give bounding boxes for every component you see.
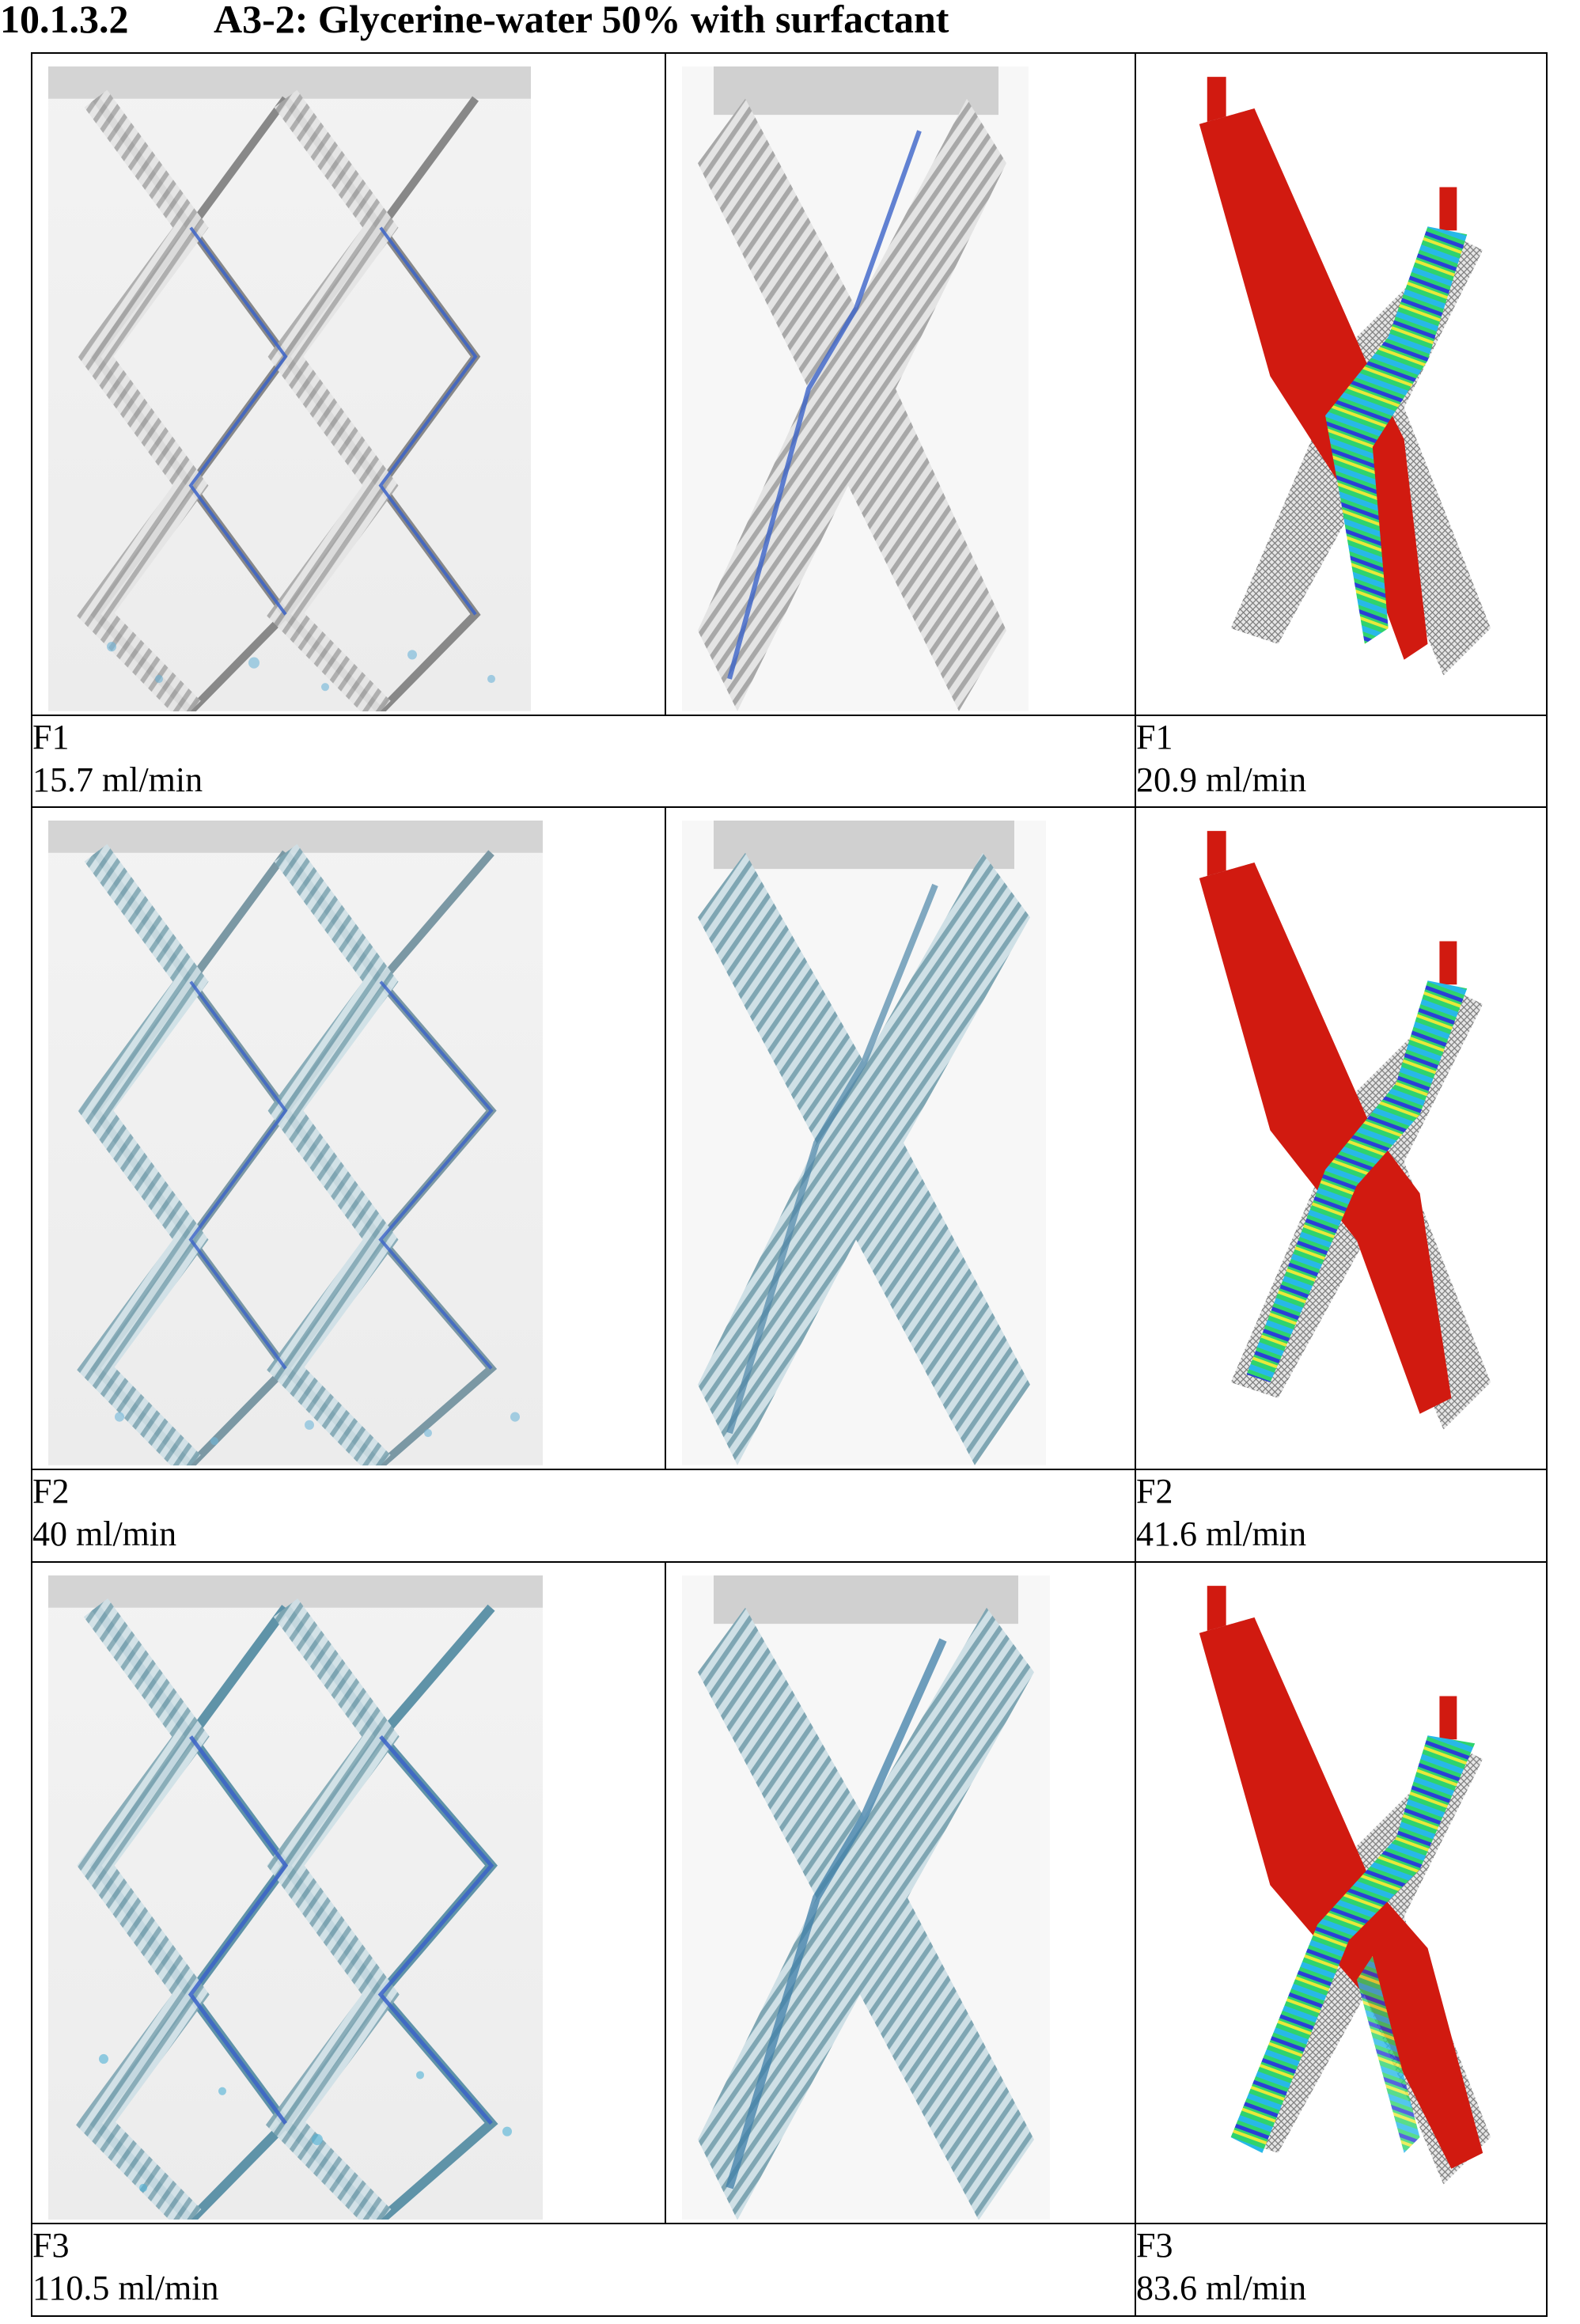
- section-number: 10.1.3.2: [0, 0, 129, 41]
- photo-single-sheet-f2: [665, 806, 1136, 1471]
- photo-structure-f1: [31, 52, 666, 716]
- simulation-plot-icon: [1199, 77, 1491, 676]
- flow-label: F3: [32, 2226, 70, 2265]
- simulation-f1: [1135, 52, 1548, 716]
- simulation-plot-icon: [1199, 1585, 1491, 2185]
- caption-sim-f1: F1 20.9 ml/min: [1135, 714, 1548, 809]
- simulation-f2: [1135, 806, 1548, 1471]
- flow-rate: 40 ml/min: [32, 1515, 177, 1554]
- sheet-photo-icon: [682, 66, 1029, 711]
- flow-label: F2: [1136, 1472, 1173, 1511]
- flow-rate: 20.9 ml/min: [1136, 760, 1307, 799]
- packing-photo-icon: [48, 821, 543, 1466]
- caption-exp-f1: F1 15.7 ml/min: [31, 714, 1136, 809]
- results-table: F1 15.7 ml/min F1 20.9 ml/min: [31, 52, 1548, 2317]
- packing-photo-icon: [48, 1575, 543, 2220]
- sheet-photo-icon: [682, 821, 1046, 1466]
- flow-label: F3: [1136, 2226, 1173, 2265]
- flow-rate: 41.6 ml/min: [1136, 1515, 1307, 1554]
- sheet-photo-icon: [682, 1575, 1050, 2220]
- simulation-plot-icon: [1199, 831, 1491, 1431]
- photo-single-sheet-f3: [665, 1560, 1136, 2225]
- flow-label: F2: [32, 1472, 70, 1511]
- section-title: A3-2: Glycerine-water 50% with surfactan…: [214, 0, 949, 41]
- flow-rate: 110.5 ml/min: [32, 2269, 219, 2308]
- caption-exp-f2: F2 40 ml/min: [31, 1469, 1136, 1563]
- photo-structure-f2: [31, 806, 666, 1471]
- flow-label: F1: [1136, 717, 1173, 756]
- flow-rate: 15.7 ml/min: [32, 760, 203, 799]
- section-heading: 10.1.3.2 A3-2: Glycerine-water 50% with s…: [0, 0, 949, 47]
- packing-photo-icon: [48, 66, 531, 711]
- caption-sim-f3: F3 83.6 ml/min: [1135, 2223, 1548, 2317]
- caption-sim-f2: F2 41.6 ml/min: [1135, 1469, 1548, 1563]
- caption-exp-f3: F3 110.5 ml/min: [31, 2223, 1136, 2317]
- simulation-f3: [1135, 1560, 1548, 2225]
- flow-label: F1: [32, 717, 70, 756]
- photo-single-sheet-f1: [665, 52, 1136, 716]
- flow-rate: 83.6 ml/min: [1136, 2269, 1307, 2308]
- photo-structure-f3: [31, 1560, 666, 2225]
